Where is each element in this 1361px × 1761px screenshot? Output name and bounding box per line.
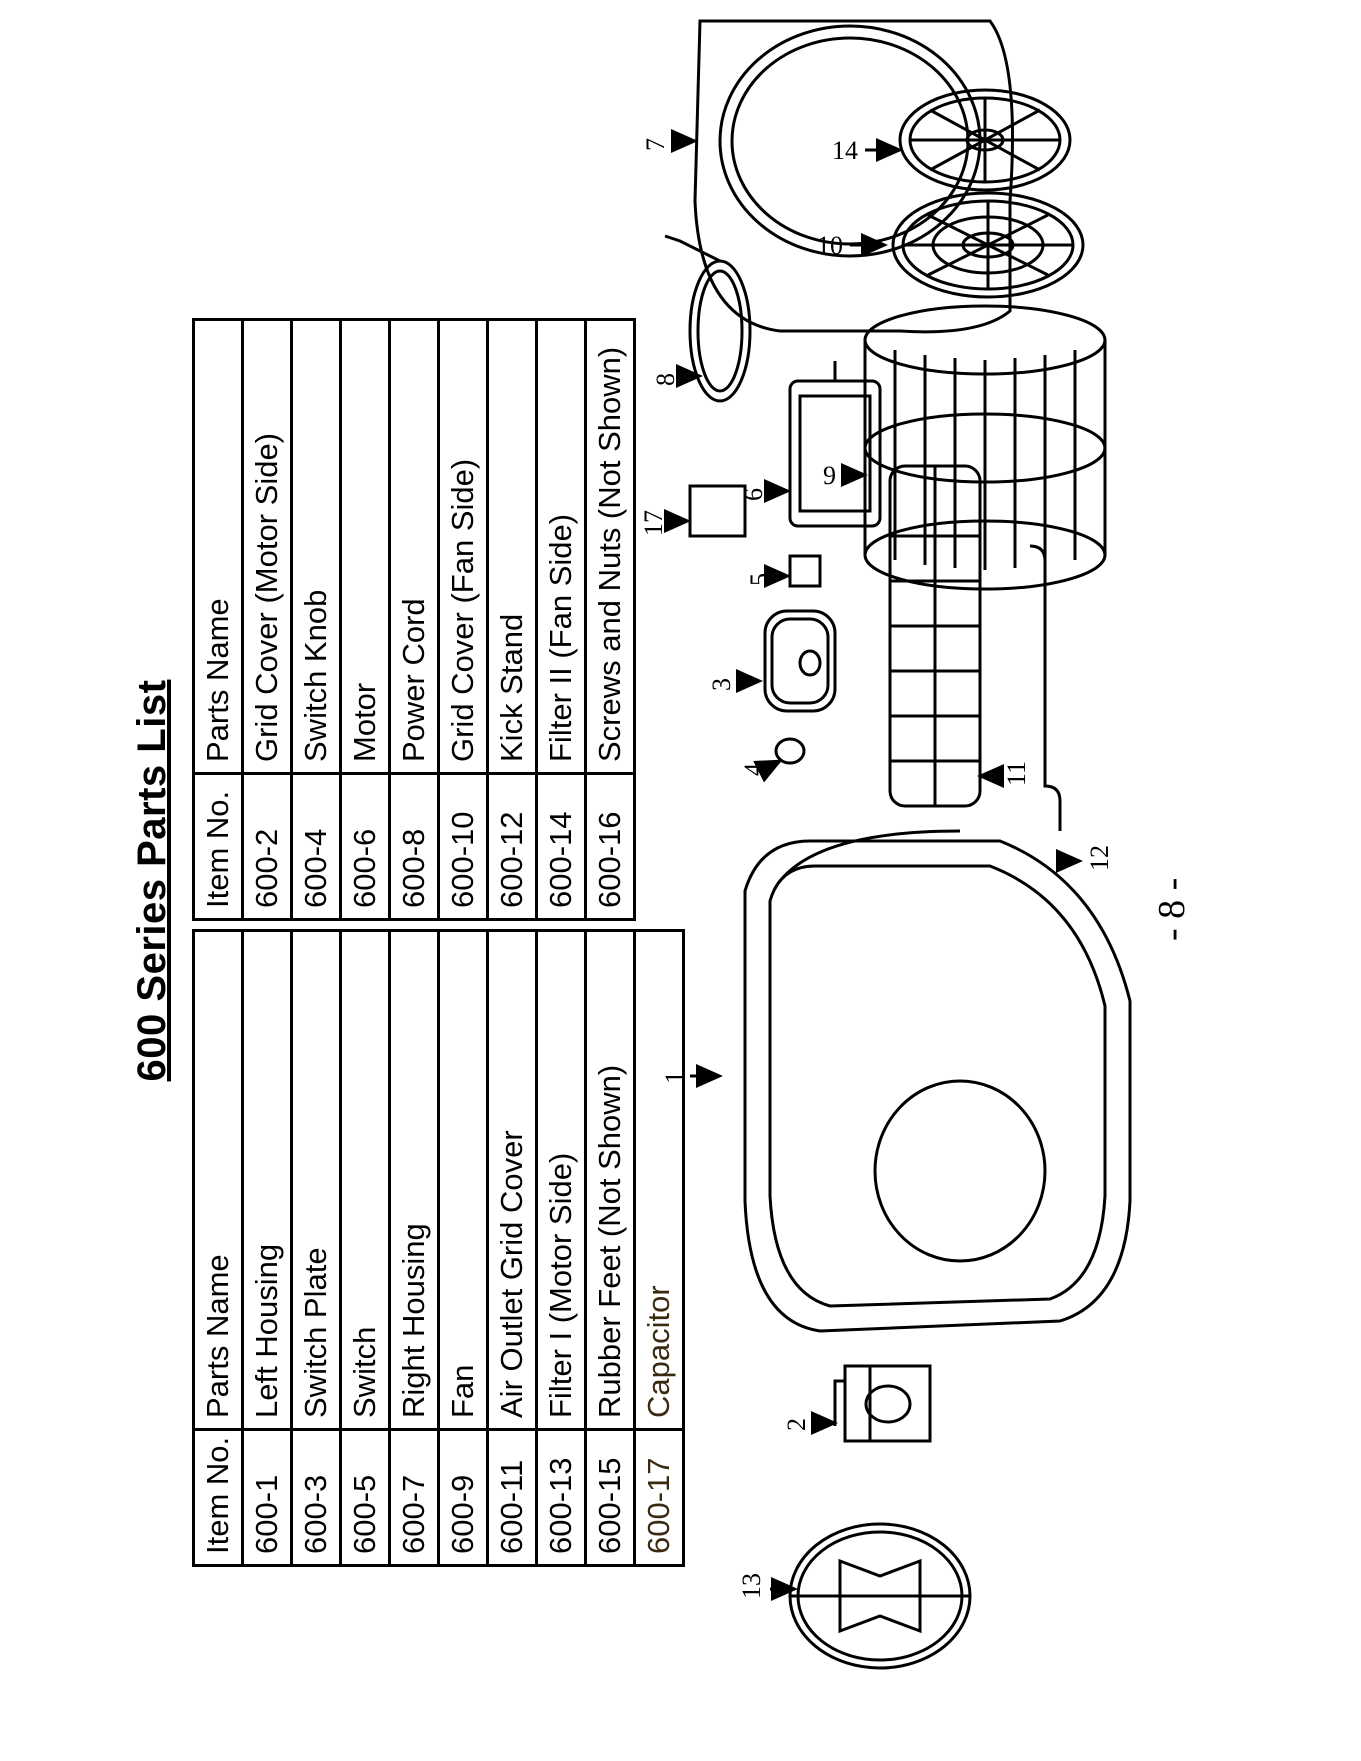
part-14-filter-disc-icon [898, 88, 1072, 192]
leader-4 [753, 759, 783, 783]
label-6: 6 [739, 488, 768, 501]
label-1: 1 [660, 1071, 689, 1084]
part-9-fan-icon [863, 304, 1107, 591]
label-11: 11 [1002, 761, 1031, 786]
label-10: 10 [817, 231, 843, 260]
part-1-left-housing-icon [743, 829, 1132, 1333]
label-4: 4 [739, 763, 768, 776]
label-12: 12 [1085, 845, 1114, 871]
part-4-switch-knob-icon [774, 737, 806, 765]
label-5: 5 [745, 573, 774, 586]
label-7: 7 [641, 138, 670, 151]
part-10-grid-cover-fan-icon [891, 191, 1085, 299]
label-17: 17 [639, 510, 668, 536]
part-12-kick-stand-icon [1029, 544, 1062, 831]
part-3-switch-plate-icon [763, 609, 837, 713]
label-2: 2 [782, 1418, 811, 1431]
label-3: 3 [707, 678, 736, 691]
label-14: 14 [832, 136, 858, 165]
label-8: 8 [651, 373, 680, 386]
part-8-power-cord-icon [664, 234, 752, 403]
label-13: 13 [737, 1573, 766, 1599]
label-9: 9 [823, 461, 836, 490]
part-6-motor-icon [788, 361, 882, 528]
